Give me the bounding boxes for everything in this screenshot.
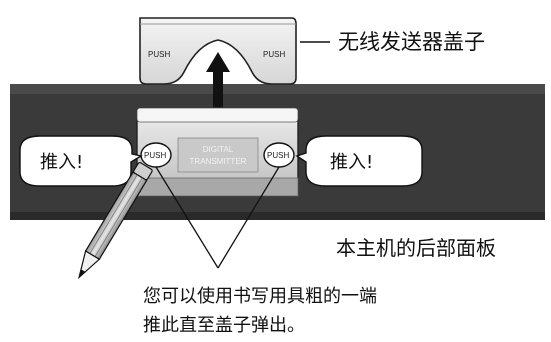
cover-label-callout: 无线发送器盖子 bbox=[300, 30, 485, 54]
transmitter-label-line1: DIGITAL bbox=[203, 145, 234, 154]
callout-left-text: 推入! bbox=[40, 152, 83, 173]
transmitter-label-line2: TRANSMITTER bbox=[190, 157, 247, 166]
cover-label: 无线发送器盖子 bbox=[338, 30, 485, 54]
instruction-line-1: 您可以使用书写用具粗的一端 bbox=[143, 286, 377, 307]
cover-push-left: PUSH bbox=[148, 50, 170, 59]
push-button-left[interactable]: PUSH bbox=[140, 142, 172, 168]
callout-right-text: 推入! bbox=[330, 152, 373, 173]
instruction-pointers bbox=[155, 166, 280, 269]
callout-right: 推入! bbox=[295, 135, 423, 187]
instruction-line-2: 推此直至盖子弹出。 bbox=[143, 315, 305, 336]
push-button-right-label: PUSH bbox=[267, 151, 289, 160]
up-arrow-icon bbox=[206, 52, 230, 112]
callout-left: 推入! bbox=[19, 135, 143, 187]
cover-push-right: PUSH bbox=[263, 50, 285, 59]
rear-panel-label: 本主机的后部面板 bbox=[336, 236, 496, 260]
transmitter-cover: PUSH PUSH bbox=[139, 17, 297, 85]
push-button-right[interactable]: PUSH bbox=[263, 142, 295, 168]
push-button-left-label: PUSH bbox=[144, 151, 166, 160]
pencil-icon bbox=[77, 162, 153, 280]
